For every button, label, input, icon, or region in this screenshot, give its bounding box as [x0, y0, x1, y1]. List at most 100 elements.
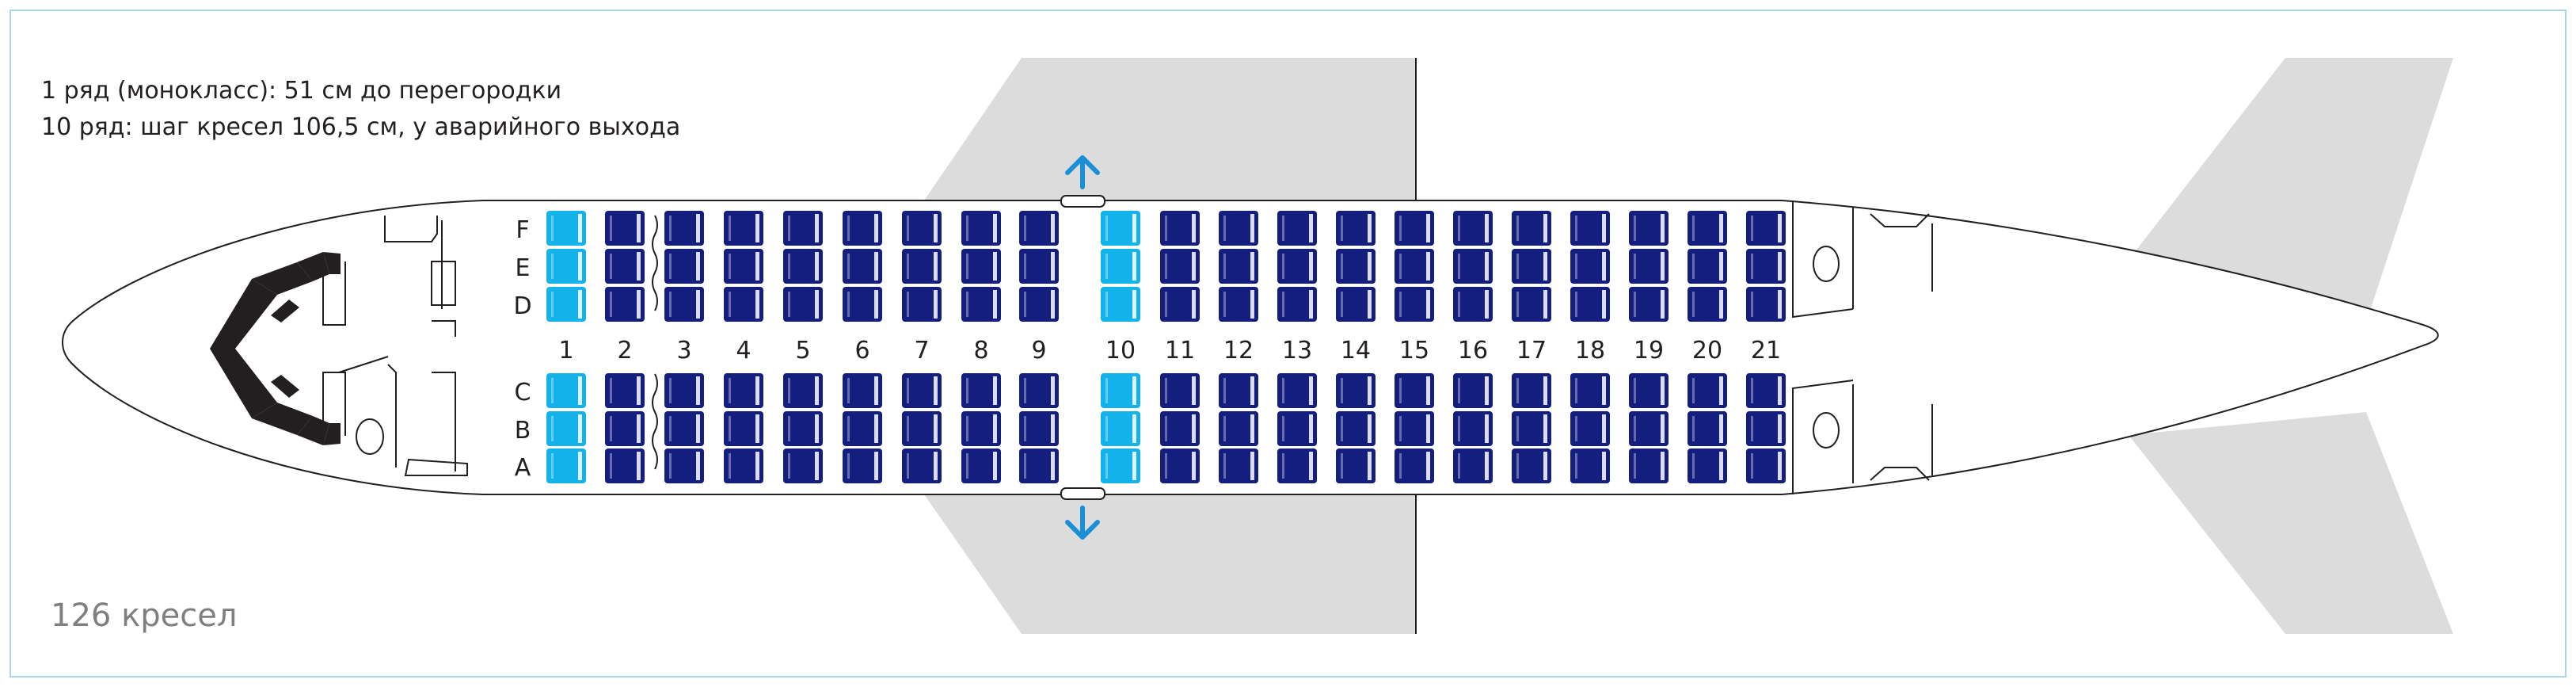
seat-10F[interactable] — [1101, 211, 1140, 246]
seat-11B[interactable] — [1160, 411, 1200, 446]
seat-4B[interactable] — [724, 411, 763, 446]
seat-8A[interactable] — [961, 448, 1001, 483]
seat-7F[interactable] — [902, 211, 942, 246]
seat-21B[interactable] — [1746, 411, 1786, 446]
seat-18A[interactable] — [1570, 448, 1610, 483]
seat-15B[interactable] — [1395, 411, 1434, 446]
seat-14D[interactable] — [1336, 287, 1376, 322]
seat-19E[interactable] — [1629, 249, 1669, 284]
seat-20E[interactable] — [1688, 249, 1727, 284]
seat-15F[interactable] — [1395, 211, 1434, 246]
seat-12C[interactable] — [1219, 373, 1258, 408]
seat-19A[interactable] — [1629, 448, 1669, 483]
seat-10D[interactable] — [1101, 287, 1140, 322]
seat-18F[interactable] — [1570, 211, 1610, 246]
seat-10C[interactable] — [1101, 373, 1140, 408]
seat-17F[interactable] — [1512, 211, 1551, 246]
seat-19F[interactable] — [1629, 211, 1669, 246]
seat-1B[interactable] — [546, 411, 586, 446]
seat-2B[interactable] — [605, 411, 645, 446]
seat-12E[interactable] — [1219, 249, 1258, 284]
seat-15A[interactable] — [1395, 448, 1434, 483]
seat-6D[interactable] — [843, 287, 882, 322]
seat-10E[interactable] — [1101, 249, 1140, 284]
seat-19D[interactable] — [1629, 287, 1669, 322]
seat-7A[interactable] — [902, 448, 942, 483]
seat-20F[interactable] — [1688, 211, 1727, 246]
seat-20A[interactable] — [1688, 448, 1727, 483]
seat-21E[interactable] — [1746, 249, 1786, 284]
seat-3A[interactable] — [664, 448, 704, 483]
seat-14B[interactable] — [1336, 411, 1376, 446]
seat-17B[interactable] — [1512, 411, 1551, 446]
seat-13F[interactable] — [1277, 211, 1317, 246]
seat-14C[interactable] — [1336, 373, 1376, 408]
seat-5A[interactable] — [783, 448, 823, 483]
seat-8F[interactable] — [961, 211, 1001, 246]
seat-17E[interactable] — [1512, 249, 1551, 284]
seat-16A[interactable] — [1453, 448, 1493, 483]
seat-20C[interactable] — [1688, 373, 1727, 408]
seat-17D[interactable] — [1512, 287, 1551, 322]
seat-21F[interactable] — [1746, 211, 1786, 246]
seat-11C[interactable] — [1160, 373, 1200, 408]
seat-5E[interactable] — [783, 249, 823, 284]
seat-20D[interactable] — [1688, 287, 1727, 322]
seat-10B[interactable] — [1101, 411, 1140, 446]
seat-6B[interactable] — [843, 411, 882, 446]
seat-20B[interactable] — [1688, 411, 1727, 446]
seat-9F[interactable] — [1019, 211, 1059, 246]
seat-15D[interactable] — [1395, 287, 1434, 322]
seat-13C[interactable] — [1277, 373, 1317, 408]
seat-21D[interactable] — [1746, 287, 1786, 322]
seat-21C[interactable] — [1746, 373, 1786, 408]
seat-4C[interactable] — [724, 373, 763, 408]
seat-3B[interactable] — [664, 411, 704, 446]
seat-7E[interactable] — [902, 249, 942, 284]
seat-13B[interactable] — [1277, 411, 1317, 446]
seat-7C[interactable] — [902, 373, 942, 408]
seat-12A[interactable] — [1219, 448, 1258, 483]
seat-2D[interactable] — [605, 287, 645, 322]
seat-8E[interactable] — [961, 249, 1001, 284]
seat-6F[interactable] — [843, 211, 882, 246]
seat-13A[interactable] — [1277, 448, 1317, 483]
seat-8C[interactable] — [961, 373, 1001, 408]
seat-16C[interactable] — [1453, 373, 1493, 408]
seat-17A[interactable] — [1512, 448, 1551, 483]
seat-5C[interactable] — [783, 373, 823, 408]
seat-14E[interactable] — [1336, 249, 1376, 284]
seat-21A[interactable] — [1746, 448, 1786, 483]
seat-13E[interactable] — [1277, 249, 1317, 284]
seat-1F[interactable] — [546, 211, 586, 246]
seat-19B[interactable] — [1629, 411, 1669, 446]
seat-9A[interactable] — [1019, 448, 1059, 483]
seat-5D[interactable] — [783, 287, 823, 322]
seat-19C[interactable] — [1629, 373, 1669, 408]
seat-2F[interactable] — [605, 211, 645, 246]
seat-12F[interactable] — [1219, 211, 1258, 246]
seat-16B[interactable] — [1453, 411, 1493, 446]
seat-8B[interactable] — [961, 411, 1001, 446]
seat-13D[interactable] — [1277, 287, 1317, 322]
seat-14A[interactable] — [1336, 448, 1376, 483]
seat-18D[interactable] — [1570, 287, 1610, 322]
seat-6E[interactable] — [843, 249, 882, 284]
seat-12B[interactable] — [1219, 411, 1258, 446]
seat-2C[interactable] — [605, 373, 645, 408]
seat-9D[interactable] — [1019, 287, 1059, 322]
seat-7D[interactable] — [902, 287, 942, 322]
seat-18B[interactable] — [1570, 411, 1610, 446]
seat-11E[interactable] — [1160, 249, 1200, 284]
seat-2A[interactable] — [605, 448, 645, 483]
seat-7B[interactable] — [902, 411, 942, 446]
seat-11D[interactable] — [1160, 287, 1200, 322]
seat-9C[interactable] — [1019, 373, 1059, 408]
seat-2E[interactable] — [605, 249, 645, 284]
seat-1D[interactable] — [546, 287, 586, 322]
seat-6C[interactable] — [843, 373, 882, 408]
seat-1A[interactable] — [546, 448, 586, 483]
seat-18E[interactable] — [1570, 249, 1610, 284]
seat-1C[interactable] — [546, 373, 586, 408]
seat-9E[interactable] — [1019, 249, 1059, 284]
